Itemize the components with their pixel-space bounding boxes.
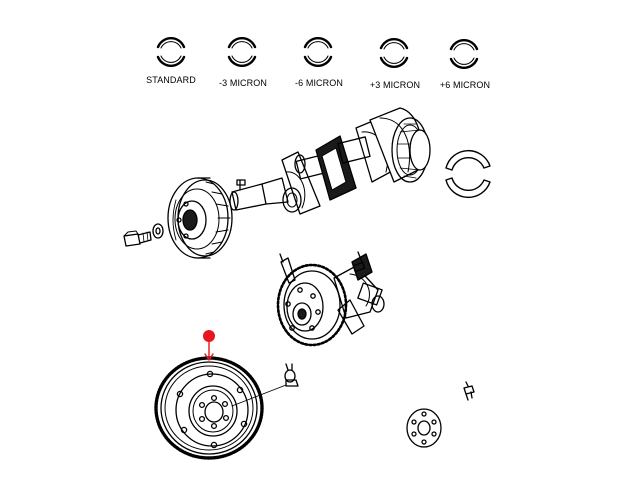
bearing-plus-3-micron-icon[interactable] (379, 38, 409, 68)
thrust-washer-icon[interactable] (445, 149, 491, 199)
damper-washer-icon[interactable] (152, 223, 164, 239)
crankshaft-icon[interactable] (229, 107, 431, 215)
flexplate-bolt-icon[interactable] (284, 363, 299, 387)
callout-marker-icon[interactable] (203, 330, 215, 361)
label-plus-6-micron: +6 MICRON (439, 80, 491, 90)
bearing-plus-6-micron-icon[interactable] (449, 39, 479, 69)
flexplate-icon[interactable] (154, 356, 287, 460)
bearing-standard-icon[interactable] (156, 37, 186, 67)
label-plus-3-micron: +3 MICRON (369, 80, 421, 90)
label-minus-3-micron: -3 MICRON (219, 78, 267, 88)
small-bolt-icon[interactable] (463, 381, 475, 401)
vibration-damper-icon[interactable] (167, 177, 233, 259)
damper-bolt-icon[interactable] (123, 230, 152, 247)
bearing-minus-6-micron-icon[interactable] (303, 37, 333, 67)
label-minus-6-micron: -6 MICRON (295, 78, 343, 88)
bearing-minus-3-micron-icon[interactable] (227, 37, 257, 67)
label-standard: STANDARD (146, 75, 196, 85)
crankshaft-rear-view-icon[interactable] (276, 251, 385, 347)
adapter-plate-icon[interactable] (406, 408, 442, 448)
